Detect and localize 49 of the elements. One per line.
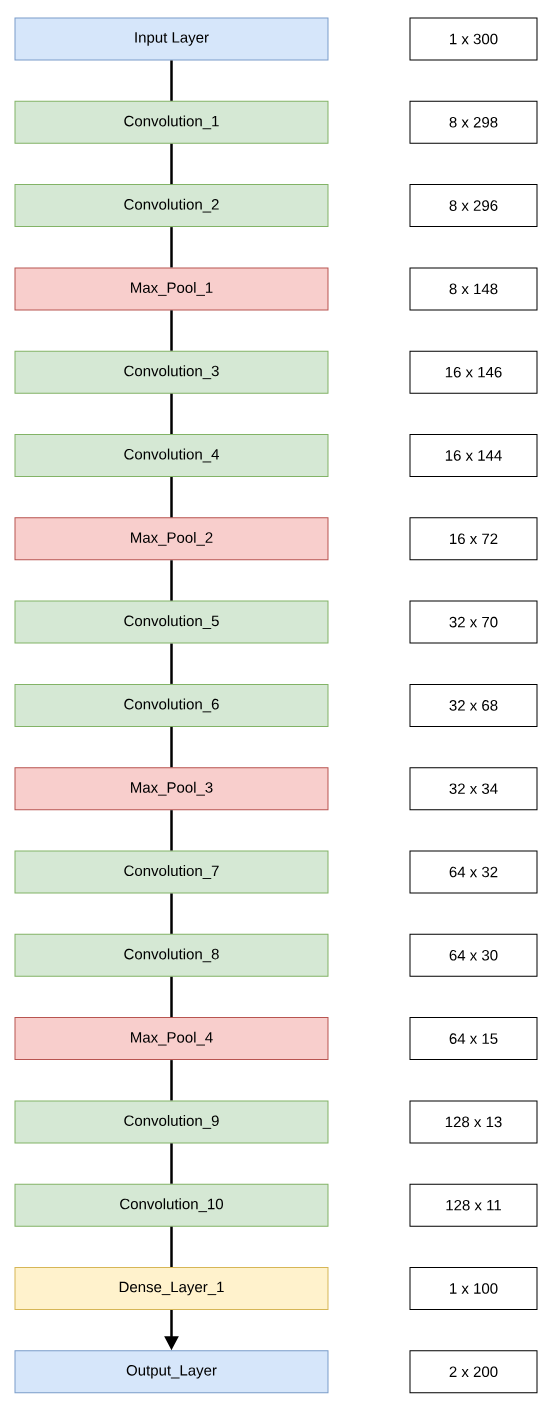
size-box: 64 x 15 <box>409 1017 538 1061</box>
connector-line <box>170 477 173 518</box>
size-box: 8 x 296 <box>409 184 538 228</box>
size-box: 32 x 34 <box>409 767 538 811</box>
convolution-box: Convolution_9 <box>14 1100 329 1144</box>
connector-line <box>170 560 173 601</box>
convolution-box: Convolution_8 <box>14 933 329 977</box>
layer-box: Input Layer <box>14 17 329 61</box>
connector-line <box>170 393 173 434</box>
size-box: 16 x 72 <box>409 517 538 561</box>
size-box: 8 x 298 <box>409 100 538 144</box>
layer-box: Output_Layer <box>14 1350 329 1394</box>
connector-line <box>170 310 173 351</box>
connector-line <box>170 143 173 185</box>
connector-line <box>170 726 173 768</box>
convolution-box: Convolution_2 <box>14 184 329 228</box>
connector-line <box>170 1143 173 1184</box>
convolution-box: Convolution_6 <box>14 683 329 727</box>
connector-line <box>170 976 173 1018</box>
convolution-box: Convolution_7 <box>14 850 329 894</box>
convolution-box: Convolution_1 <box>14 100 329 144</box>
pooling-box: Max_Pool_1 <box>14 267 329 311</box>
size-box: 128 x 11 <box>409 1183 538 1227</box>
size-box: 32 x 68 <box>409 683 538 727</box>
size-box: 1 x 100 <box>409 1267 538 1310</box>
size-box: 128 x 13 <box>409 1100 538 1144</box>
size-box: 16 x 146 <box>409 350 538 394</box>
dense-layer-box: Dense_Layer_1 <box>14 1267 329 1310</box>
pooling-box: Max_Pool_3 <box>14 767 329 811</box>
size-box: 64 x 32 <box>409 850 538 894</box>
size-box: 32 x 70 <box>409 600 538 644</box>
size-box: 2 x 200 <box>409 1350 538 1394</box>
convolution-box: Convolution_10 <box>14 1183 329 1227</box>
pooling-box: Max_Pool_2 <box>14 517 329 561</box>
size-box: 64 x 30 <box>409 933 538 977</box>
connector-line <box>170 1226 173 1267</box>
size-box: 1 x 300 <box>409 17 538 61</box>
connector-line <box>170 810 173 851</box>
connector-line <box>170 227 173 268</box>
size-box: 8 x 148 <box>409 267 538 311</box>
connector-line <box>170 60 173 101</box>
convolution-box: Convolution_5 <box>14 600 329 644</box>
connector-line <box>170 893 173 934</box>
convolution-box: Convolution_4 <box>14 434 329 477</box>
pooling-box: Max_Pool_4 <box>14 1017 329 1061</box>
connector-line <box>170 643 173 684</box>
convolution-box: Convolution_3 <box>14 350 329 394</box>
size-box: 16 x 144 <box>409 434 538 477</box>
connector-line <box>170 1060 173 1101</box>
